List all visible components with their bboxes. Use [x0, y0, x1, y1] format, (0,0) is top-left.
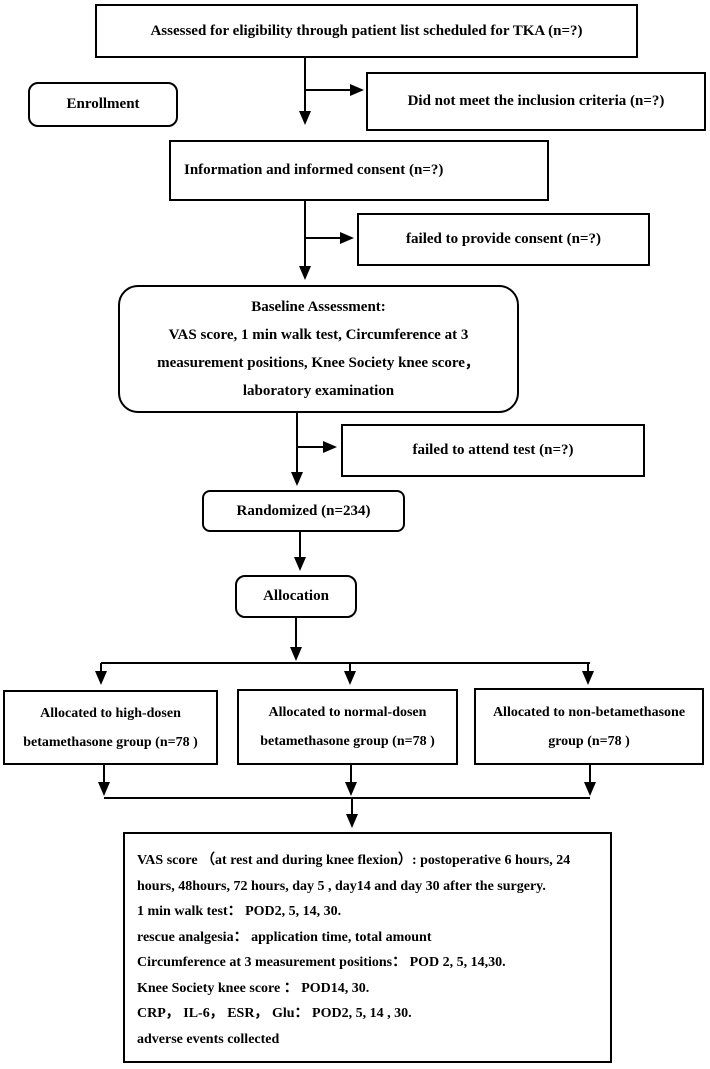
informed-consent-box: Information and informed consent (n=?) — [169, 140, 549, 201]
baseline-line: Baseline Assessment: — [251, 299, 386, 315]
group-high-line: Allocated to high-dosen — [40, 705, 181, 721]
outcome-line: VAS score （at rest and during knee flexi… — [137, 853, 571, 868]
did-not-meet-criteria-box: Did not meet the inclusion criteria (n=?… — [366, 72, 706, 131]
allocation-stage-label-box: Allocation — [235, 575, 357, 618]
failed-to-provide-consent-box: failed to provide consent (n=?) — [357, 213, 650, 266]
outcome-line: adverse events collected — [137, 1031, 280, 1047]
group-normal-line: Allocated to normal-dosen — [268, 705, 427, 720]
baseline-line: measurement positions, Knee Society knee… — [157, 355, 480, 371]
group-non-line: group (n=78 ) — [548, 733, 630, 749]
baseline-line: VAS score, 1 min walk test, Circumferenc… — [168, 327, 469, 343]
assessed-eligibility-box: Assessed for eligibility through patient… — [95, 4, 638, 58]
group-normal-dose-box: Allocated to normal-dosen betamethasone … — [237, 689, 458, 765]
group-non-betamethasone-box: Allocated to non-betamethasone group (n=… — [474, 688, 704, 765]
outcome-line: hours, 48hours, 72 hours, day 5 , day14 … — [137, 878, 546, 894]
enrollment-stage-label-box: Enrollment — [28, 82, 178, 127]
outcome-line: 1 min walk test： POD2, 5, 14, 30. — [137, 904, 342, 919]
group-normal-line: betamethasone group (n=78 ) — [260, 734, 435, 749]
failed-to-attend-test-box: failed to attend test (n=?) — [341, 424, 645, 477]
group-non-line: Allocated to non-betamethasone — [492, 704, 686, 720]
group-high-dose-box: Allocated to high-dosen betamethasone gr… — [3, 690, 218, 765]
group-high-line: betamethasone group (n=78 ) — [23, 734, 198, 750]
outcome-line: rescue analgesia： application time, tota… — [137, 929, 432, 945]
outcome-line: Knee Society knee score ： POD14, 30. — [137, 980, 370, 996]
randomized-box: Randomized (n=234) — [202, 490, 405, 532]
baseline-line: laboratory examination — [242, 383, 395, 399]
baseline-assessment-box: Baseline Assessment: VAS score, 1 min wa… — [118, 285, 519, 413]
outcome-line: CRP， IL-6， ESR， Glu： POD2, 5, 14 , 30. — [137, 1006, 412, 1021]
outcome-line: Circumference at 3 measurement positions… — [137, 955, 506, 970]
outcome-measures-box: VAS score （at rest and during knee flexi… — [123, 832, 612, 1063]
